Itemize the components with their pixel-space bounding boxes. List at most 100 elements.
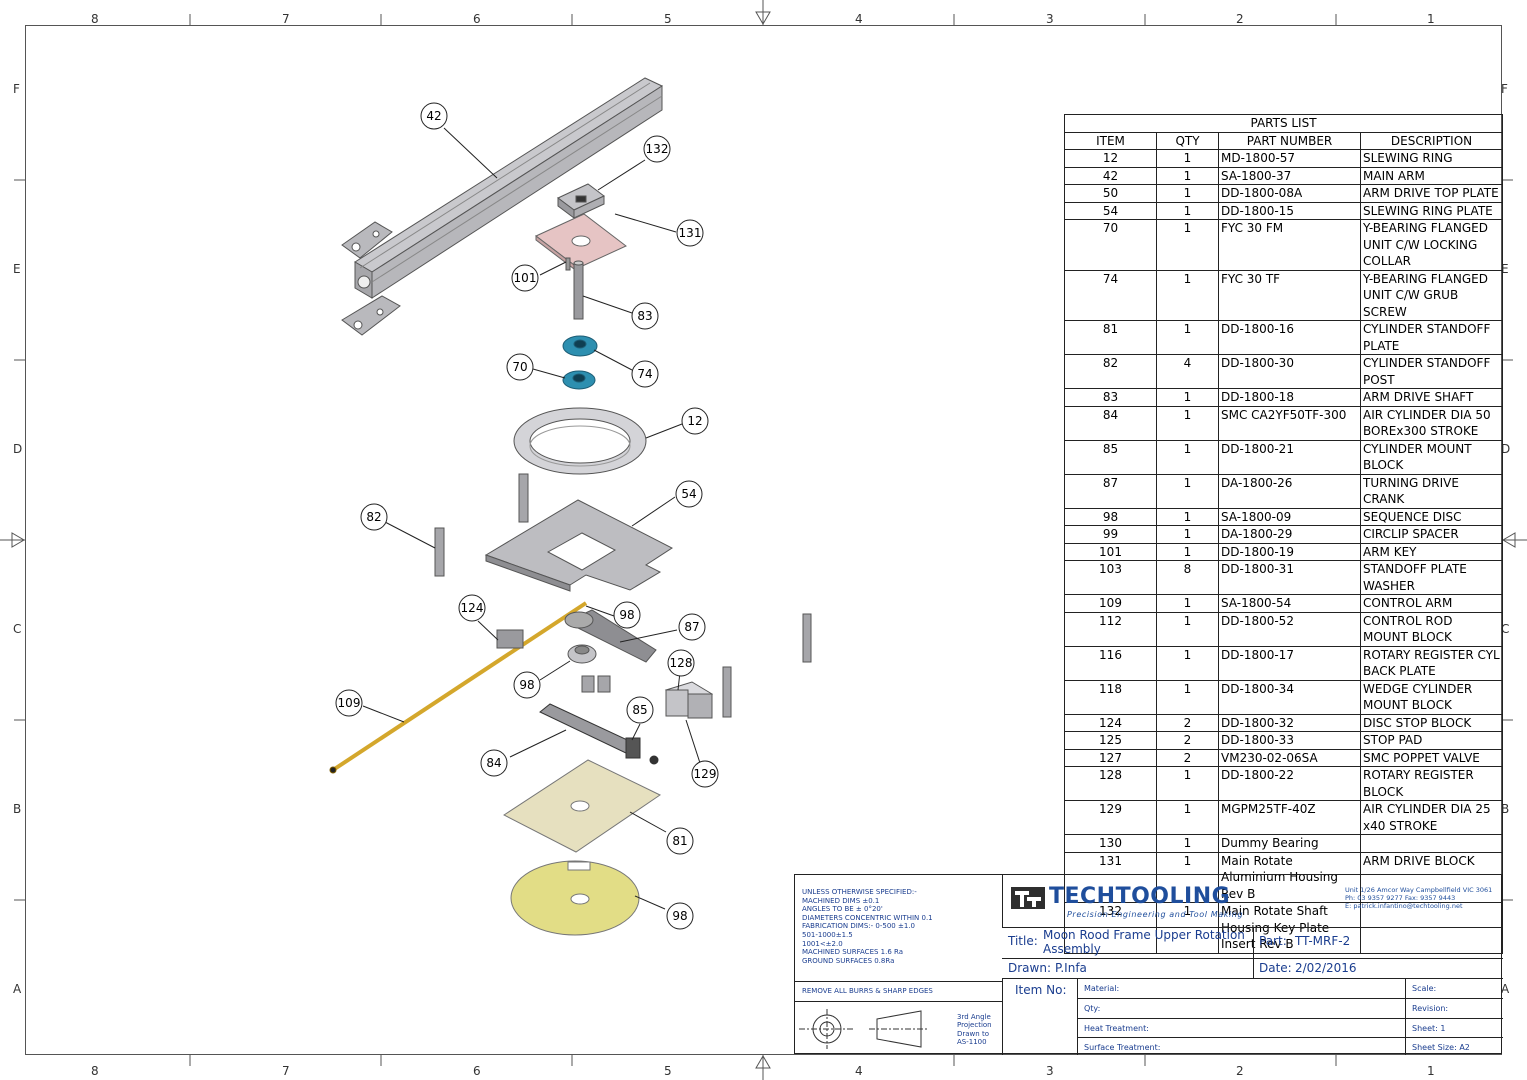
cell-description: AIR CYLINDER DIA 25 x40 STROKE (1359, 800, 1504, 835)
zone-column-label: 5 (664, 1064, 672, 1078)
control-arm-part (329, 601, 588, 774)
balloon-label: 70 (512, 360, 527, 374)
cell-qty: 2 (1156, 713, 1219, 732)
parts-list-title: PARTS LIST (1063, 114, 1504, 133)
zone-column-label: 1 (1427, 12, 1435, 26)
company-address-line: Unit 1/26 Amcor Way Campbellfield VIC 30… (1345, 886, 1493, 894)
field-revision: Revision: (1412, 1004, 1449, 1013)
cylinder-standoff-plate-part (503, 759, 661, 853)
cell-description: AIR CYLINDER DIA 50 BOREx300 STROKE (1359, 405, 1504, 441)
cell-description: ARM DRIVE TOP PLATE (1359, 184, 1504, 203)
balloon-circle (681, 407, 709, 435)
zone-row-label: C (13, 622, 22, 636)
poppet-valve-parts (581, 675, 611, 693)
balloon-label: 129 (694, 767, 717, 781)
cell-description: STOP PAD (1359, 731, 1504, 750)
divider (1002, 978, 1003, 1055)
zone-column-label: 1 (1427, 1064, 1435, 1078)
balloon-circle (678, 613, 706, 641)
cell-part-number: MGPM25TF-40Z (1218, 800, 1361, 835)
cell-part-number: DD-1800-16 (1218, 320, 1361, 355)
balloon-label: 87 (684, 620, 699, 634)
parts-list-table: PARTS LIST ITEM QTY PART NUMBER DESCRIPT… (1063, 114, 1504, 954)
cell-description: SEQUENCE DISC (1359, 507, 1504, 526)
zone-column-label: 8 (91, 1064, 99, 1078)
balloon-circle (676, 219, 704, 247)
drawn-value: P.Infa (1055, 961, 1087, 975)
cell-item: 101 (1064, 542, 1157, 561)
balloon-label: 82 (366, 510, 381, 524)
cell-qty: 1 (1156, 166, 1219, 185)
cell-item: 130 (1064, 834, 1157, 853)
cell-qty: 1 (1156, 611, 1219, 647)
zone-column-label: 6 (473, 12, 481, 26)
turning-drive-crank-part (564, 609, 657, 663)
zone-column-label: 4 (855, 1064, 863, 1078)
cell-part-number: VM230-02-06SA (1218, 748, 1361, 767)
general-note-line: GROUND SURFACES 0.8Ra (802, 956, 895, 965)
cell-description: TURNING DRIVE CRANK (1359, 473, 1504, 509)
cell-part-number: Main Rotate Aluminium Housing Rev B (1218, 851, 1361, 903)
balloon-label: 54 (681, 487, 696, 501)
slewing-ring-plate-part (484, 499, 673, 592)
zone-row-label: A (13, 982, 22, 996)
company-tagline: Precision Engineering and Tool Making (1067, 910, 1244, 919)
cell-qty: 1 (1156, 507, 1219, 526)
cell-part-number: DD-1800-08A (1218, 184, 1361, 203)
cell-part-number: FYC 30 TF (1218, 269, 1361, 321)
cell-qty: 1 (1156, 201, 1219, 220)
balloon-label: 81 (672, 834, 687, 848)
cell-part-number: DD-1800-30 (1218, 354, 1361, 389)
cell-qty: 1 (1156, 473, 1219, 509)
cell-qty: 1 (1156, 269, 1219, 321)
cell-item: 74 (1064, 269, 1157, 321)
cell-item: 50 (1064, 184, 1157, 203)
zone-row-label: D (1501, 442, 1511, 456)
cell-qty: 1 (1156, 800, 1219, 835)
cell-item: 70 (1064, 219, 1157, 271)
cell-qty: 1 (1156, 525, 1219, 544)
general-note-line: 1001<±2.0 (802, 939, 843, 948)
cell-part-number: SMC CA2YF50TF-300 (1218, 405, 1361, 441)
divider (1405, 978, 1406, 1055)
balloon-label: 128 (670, 656, 693, 670)
balloon-circle (631, 360, 659, 388)
balloon-label: 124 (461, 601, 484, 615)
cell-description: DISC STOP BLOCK (1359, 713, 1504, 732)
balloon-label: 85 (632, 703, 647, 717)
cell-qty: 2 (1156, 731, 1219, 750)
cell-part-number: FYC 30 FM (1218, 219, 1361, 271)
zone-column-label: 7 (282, 12, 290, 26)
cell-item: 109 (1064, 594, 1157, 613)
cell-qty: 1 (1156, 439, 1219, 475)
sequence-disc-hub-part (567, 644, 597, 664)
zone-column-label: 5 (664, 12, 672, 26)
cell-part-number: Dummy Bearing (1218, 834, 1361, 853)
cell-part-number: DD-1800-15 (1218, 201, 1361, 220)
cell-part-number: DD-1800-18 (1218, 388, 1361, 407)
balloon-circle (458, 594, 486, 622)
balloon-circle (643, 135, 671, 163)
cell-qty: 4 (1156, 354, 1219, 389)
zone-row-label: E (13, 262, 21, 276)
slewing-ring-part (513, 407, 647, 475)
cell-item: 87 (1064, 473, 1157, 509)
cell-description: SLEWING RING (1359, 149, 1504, 168)
cell-item: 81 (1064, 320, 1157, 355)
cell-qty: 1 (1156, 679, 1219, 715)
